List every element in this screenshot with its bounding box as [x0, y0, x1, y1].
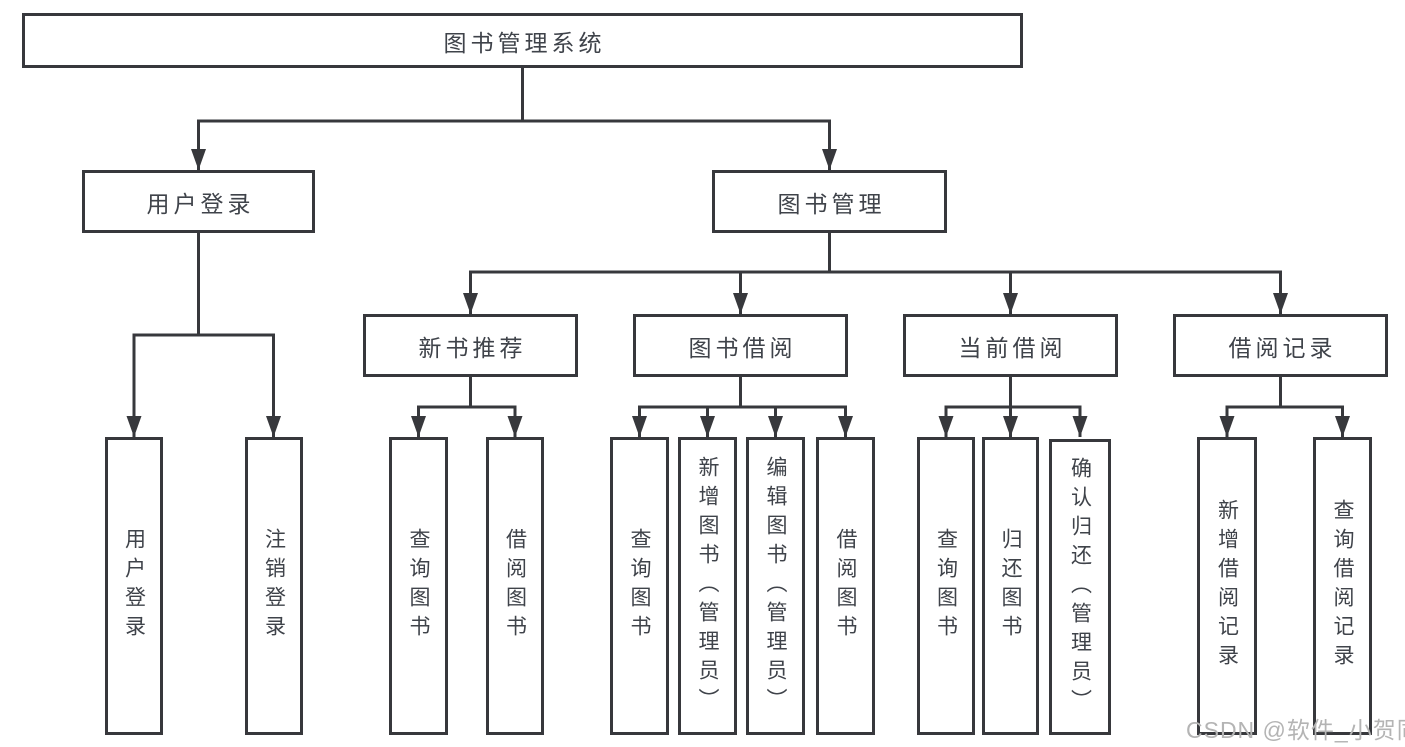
- connector-root-to-level2: [191, 68, 837, 170]
- node-book-management: 图书管理: [712, 170, 947, 233]
- connector-user-login-to-leaves: [126, 233, 281, 437]
- csdn-watermark: CSDN @软件_小贺同学: [1186, 717, 1405, 743]
- leaf-add-book-admin: 新增图书（管理员）: [678, 437, 737, 735]
- node-borrowing-records: 借阅记录: [1173, 314, 1388, 377]
- leaf-query-borrowing-record: 查询借阅记录: [1313, 437, 1372, 735]
- leaf-return-books: 归还图书: [982, 437, 1039, 735]
- leaf-borrow-books-borrowing: 借阅图书: [816, 437, 875, 735]
- node-root-library-management-system: 图书管理系统: [22, 13, 1023, 68]
- leaf-user-login: 用户登录: [105, 437, 163, 735]
- leaf-logout: 注销登录: [245, 437, 303, 735]
- leaf-confirm-return-admin: 确认归还（管理员）: [1049, 439, 1111, 735]
- leaf-add-borrowing-record: 新增借阅记录: [1197, 437, 1257, 735]
- connector-borrowing-records-to-leaves: [1219, 377, 1350, 437]
- leaf-query-books-recommendation: 查询图书: [389, 437, 448, 735]
- leaf-edit-book-admin: 编辑图书（管理员）: [746, 437, 805, 735]
- connector-current-borrowing-to-leaves: [938, 377, 1088, 437]
- connector-book-management-to-level3: [463, 233, 1288, 314]
- connector-book-borrowing-to-leaves: [632, 377, 853, 437]
- connector-new-book-recommendation-to-leaves: [411, 377, 523, 437]
- node-current-borrowing: 当前借阅: [903, 314, 1118, 377]
- leaf-query-books-current: 查询图书: [917, 437, 975, 735]
- node-new-book-recommendation: 新书推荐: [363, 314, 578, 377]
- node-book-borrowing: 图书借阅: [633, 314, 848, 377]
- leaf-borrow-books-recommendation: 借阅图书: [486, 437, 544, 735]
- leaf-query-books-borrowing: 查询图书: [610, 437, 669, 735]
- node-user-login: 用户登录: [82, 170, 315, 233]
